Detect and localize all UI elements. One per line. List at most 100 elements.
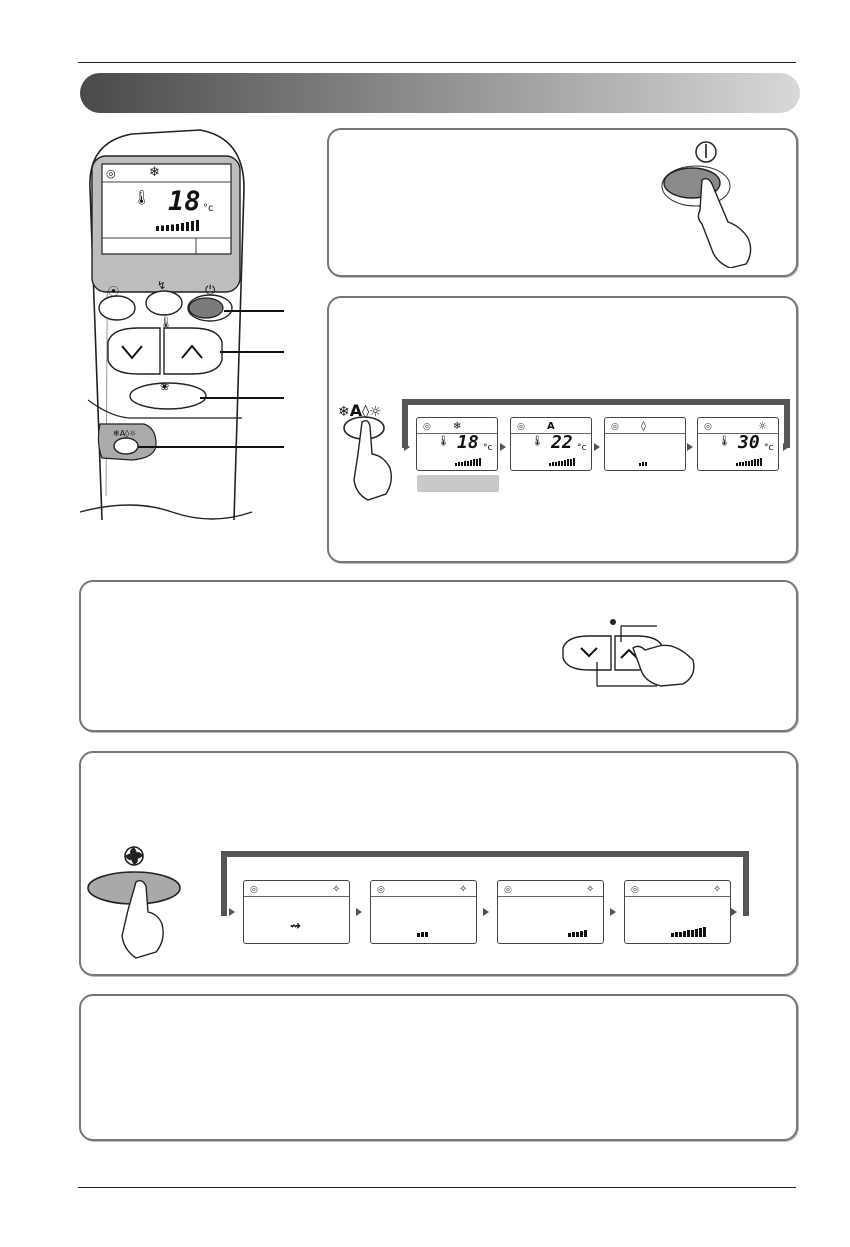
sequence-arrow bbox=[594, 443, 600, 451]
antenna-icon: ◎ bbox=[704, 422, 712, 432]
lcd-fan-bars bbox=[549, 454, 575, 466]
lcd-bar bbox=[570, 458, 572, 466]
fan-sequence-arrow-in bbox=[229, 908, 235, 916]
mode-lcd-snowflake: ◎❄🌡18°c bbox=[416, 417, 498, 471]
thermometer-icon: 🌡 bbox=[437, 436, 450, 447]
lcd-bar bbox=[564, 460, 566, 466]
lcd-bar bbox=[467, 460, 469, 466]
mode-lcd-temperature: 30 bbox=[738, 432, 760, 453]
lcd-bar bbox=[757, 458, 759, 466]
lcd-bar bbox=[558, 461, 560, 466]
mode-lcd-unit: °c bbox=[577, 443, 587, 453]
lcd-divider bbox=[625, 896, 730, 897]
lcd-bar bbox=[745, 461, 747, 466]
lcd-bar bbox=[473, 459, 475, 466]
sequence-arrow bbox=[687, 443, 693, 451]
lcd-bar bbox=[671, 933, 674, 937]
lcd-bar bbox=[568, 933, 571, 937]
lcd-bar bbox=[691, 929, 694, 937]
lcd-bar bbox=[470, 460, 472, 466]
lcd-divider bbox=[244, 896, 349, 897]
lcd-bar bbox=[573, 458, 575, 466]
remote-lcd-temperature: 18 bbox=[168, 186, 201, 217]
lcd-bar bbox=[552, 462, 554, 466]
sequence-arrow-out bbox=[783, 443, 789, 451]
remote-fan-icon: ❀ bbox=[160, 380, 170, 393]
lcd-bar bbox=[458, 462, 460, 466]
lcd-bar bbox=[479, 458, 481, 466]
mode-lcd-droplet: ◎◊ bbox=[604, 417, 686, 471]
sequence-arrow bbox=[500, 443, 506, 451]
lcd-fan-bars bbox=[455, 454, 481, 466]
mode-lcd-temperature: 22 bbox=[551, 432, 573, 453]
temperature-up-button[interactable] bbox=[164, 328, 222, 374]
swing-button[interactable] bbox=[146, 292, 182, 316]
lcd-bar bbox=[699, 928, 702, 937]
lcd-fan-bars bbox=[671, 923, 706, 937]
bottom-rule bbox=[78, 1187, 796, 1188]
remote-lcd-fan-bars bbox=[156, 220, 199, 231]
jet-cool-icon: ⦿ bbox=[108, 285, 119, 298]
lcd-bar bbox=[555, 461, 557, 466]
lcd-bar bbox=[736, 463, 738, 466]
fan-icon: ✧ bbox=[713, 884, 722, 895]
lcd-bar bbox=[760, 458, 762, 466]
thermometer-icon: 🌡 bbox=[718, 436, 731, 447]
thermometer-icon: 🌡 bbox=[531, 436, 544, 447]
power-button[interactable] bbox=[188, 296, 232, 322]
mode-lcd-unit: °c bbox=[764, 443, 774, 453]
lcd-bar bbox=[464, 461, 466, 466]
lcd-divider bbox=[417, 433, 497, 434]
section-banner bbox=[80, 73, 800, 113]
lcd-bar bbox=[754, 459, 756, 466]
fan-icon: ✧ bbox=[332, 884, 341, 895]
lcd-bar bbox=[561, 460, 563, 466]
jet-cool-button[interactable] bbox=[99, 297, 135, 321]
lcd-bar bbox=[417, 933, 420, 937]
antenna-icon: ◎ bbox=[423, 422, 431, 432]
sun-icon: ☼ bbox=[758, 421, 767, 432]
antenna-icon: ◎ bbox=[631, 885, 639, 895]
lcd-bar bbox=[425, 931, 428, 937]
fan-lcd-high: ◎✧ bbox=[624, 880, 731, 944]
remote-control bbox=[79, 129, 253, 521]
temperature-down-button[interactable] bbox=[108, 328, 160, 374]
lcd-bar bbox=[703, 927, 706, 937]
lcd-divider bbox=[605, 433, 685, 434]
lcd-bar bbox=[742, 461, 744, 466]
callout-mode bbox=[138, 446, 284, 448]
lcd-fan-bars bbox=[568, 923, 587, 937]
fan-cycle-bracket bbox=[221, 851, 749, 916]
auto-fan-icon: ⇝ bbox=[290, 919, 301, 934]
mode-cycle-bracket bbox=[402, 399, 790, 448]
remote-power-icon: ⏻ bbox=[205, 283, 216, 298]
lcd-bar bbox=[748, 460, 750, 466]
fan-lcd-auto: ◎✧⇝ bbox=[243, 880, 350, 944]
lcd-fan-bars bbox=[639, 454, 647, 466]
mode-button-icons: ❄A◊☼ bbox=[338, 401, 382, 420]
fan-lcd-low: ◎✧ bbox=[370, 880, 477, 944]
lcd-divider bbox=[371, 896, 476, 897]
lcd-fan-bars bbox=[736, 454, 762, 466]
fan-speed-button[interactable] bbox=[130, 383, 206, 409]
lcd-divider bbox=[511, 433, 591, 434]
lcd-bar bbox=[580, 930, 583, 937]
mode-lcd-sun: ◎ ☼ 🌡 30 °c bbox=[697, 417, 779, 471]
mode-button[interactable] bbox=[114, 438, 138, 454]
lcd-bar bbox=[549, 463, 551, 466]
fan-press-illustration bbox=[87, 846, 181, 959]
fan-lcd-medium: ◎✧ bbox=[497, 880, 604, 944]
mode-lcd-auto-a: ◎A🌡22°c bbox=[510, 417, 592, 471]
antenna-icon: ◎ bbox=[517, 422, 525, 432]
mode-lcd-unit: °c bbox=[483, 443, 493, 453]
fan-icon: ✧ bbox=[586, 884, 595, 895]
lcd-bar bbox=[421, 932, 424, 937]
lcd-fan-bars bbox=[417, 923, 428, 937]
lcd-bar bbox=[675, 932, 678, 937]
callout-fan bbox=[200, 397, 284, 399]
lcd-bar bbox=[567, 459, 569, 466]
lcd-divider bbox=[698, 433, 778, 434]
remote-lcd-thermometer-icon: 🌡 bbox=[133, 190, 151, 206]
lcd-bar bbox=[576, 931, 579, 937]
remote-lcd-unit: °c bbox=[203, 203, 214, 214]
